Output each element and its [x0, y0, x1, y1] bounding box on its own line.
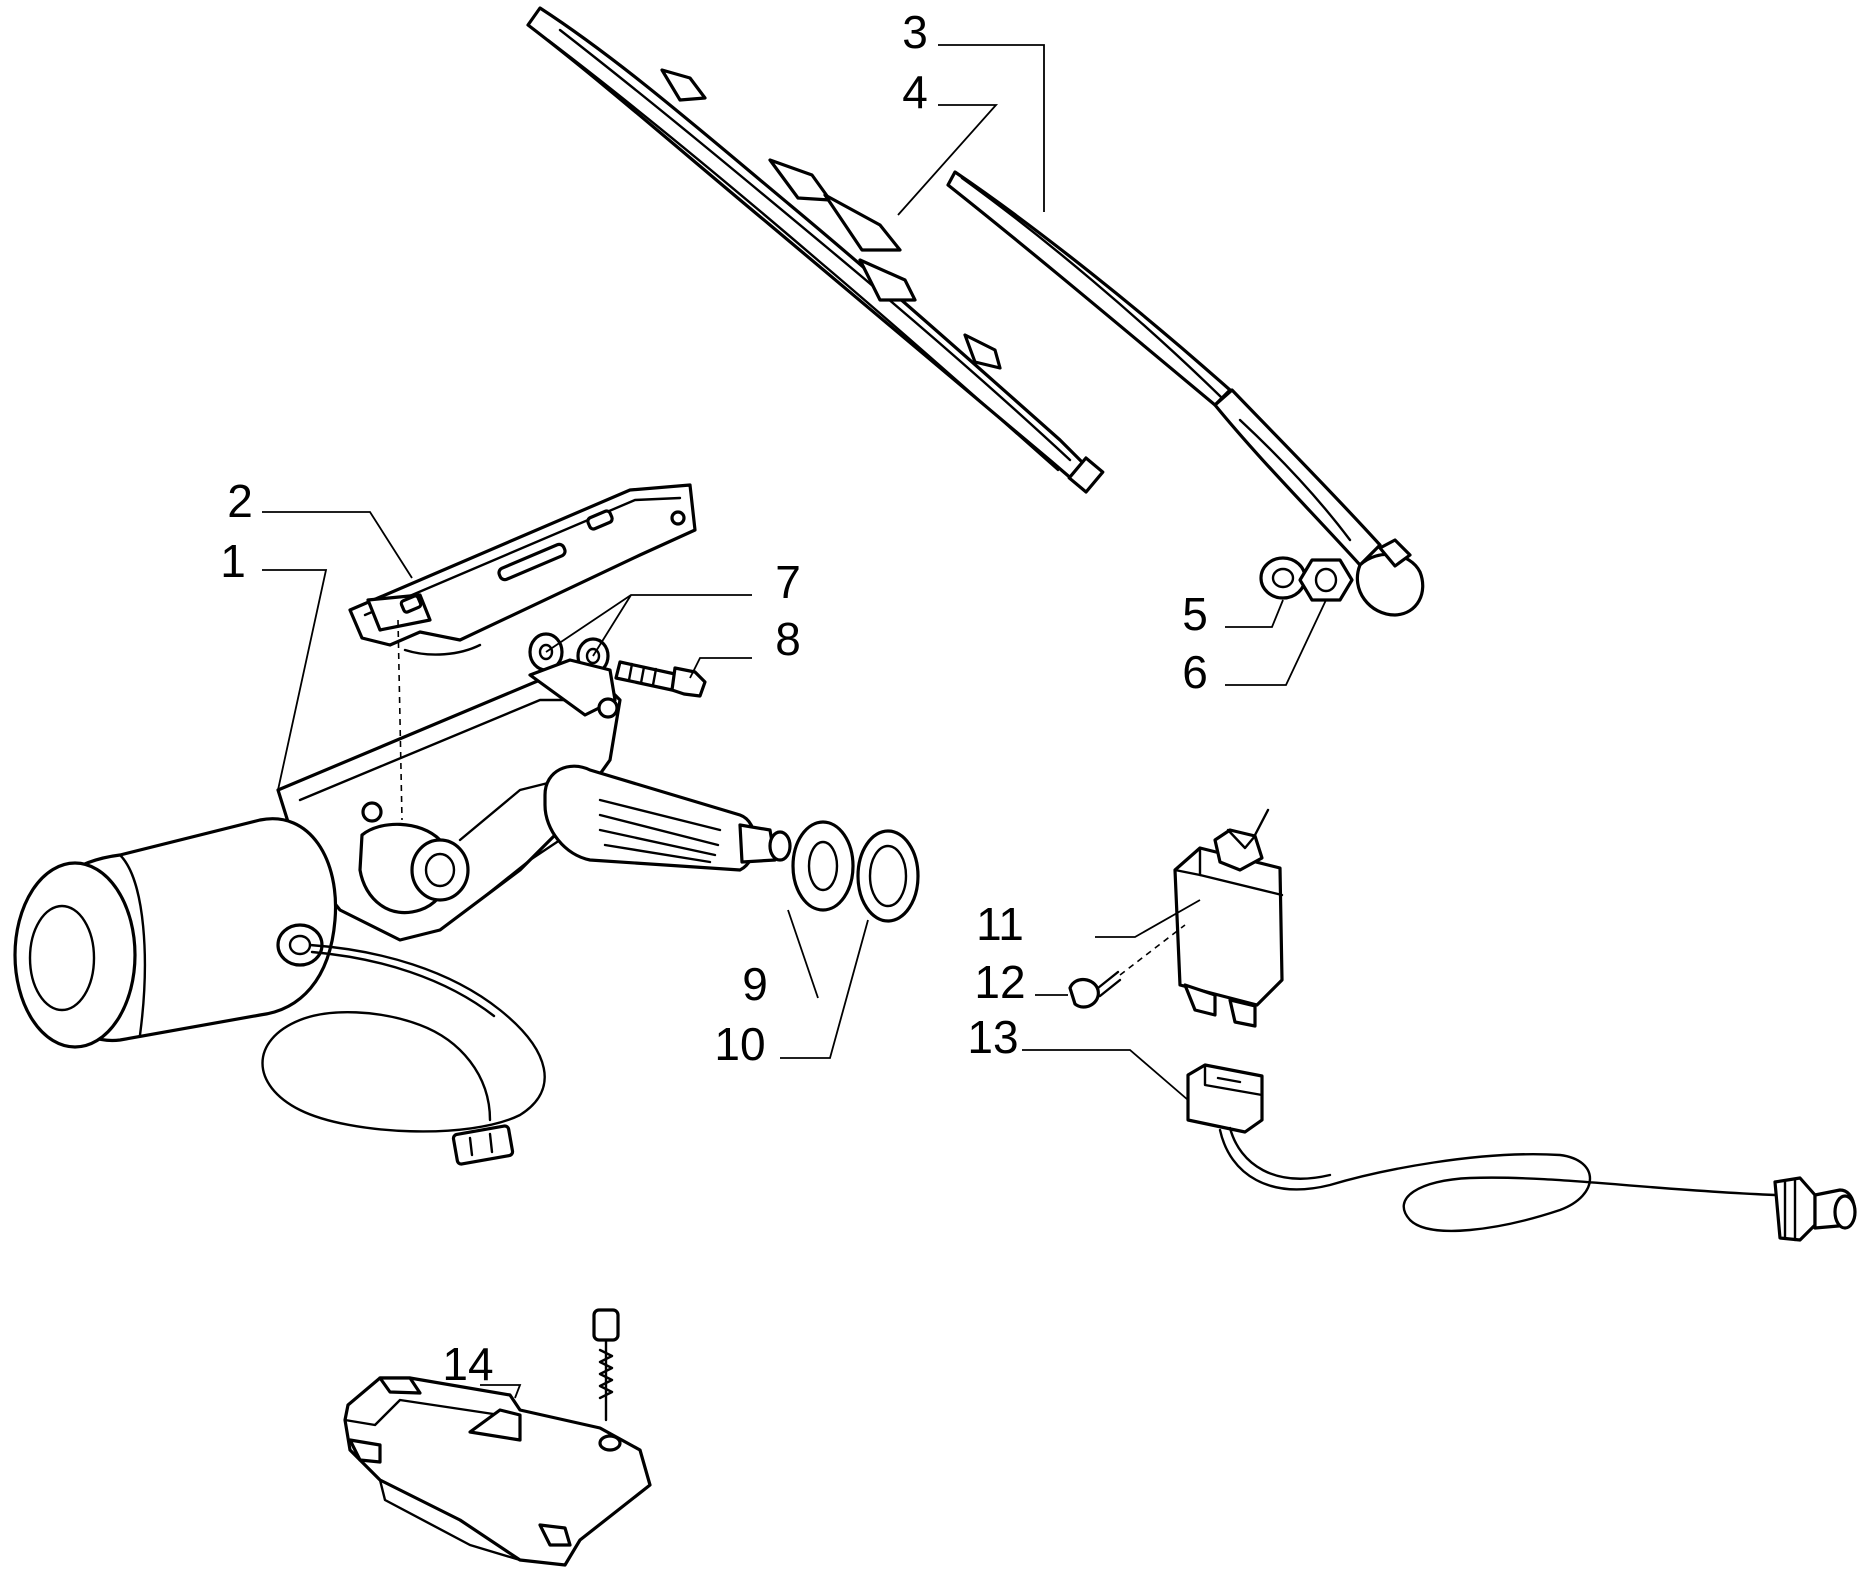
bolt [614, 660, 707, 698]
relay [1173, 808, 1284, 1028]
wiper-blade [526, 6, 1105, 494]
mounting-bracket [348, 483, 697, 656]
callout-5: 5 [1182, 588, 1208, 640]
motor-cover [343, 1376, 652, 1567]
sensor-cable [1186, 1063, 1857, 1242]
callout-1: 1 [220, 535, 246, 587]
seal-ring-10 [856, 829, 920, 923]
callout-8: 8 [775, 613, 801, 665]
callout-labels: 1 2 3 4 5 6 7 8 9 10 11 12 13 14 [220, 6, 1208, 1390]
cover-screw [592, 1308, 620, 1422]
callout-10: 10 [714, 1018, 765, 1070]
wiper-arm [946, 170, 1425, 617]
callout-4: 4 [902, 66, 928, 118]
callout-2: 2 [227, 475, 253, 527]
spindle-cap [1259, 556, 1307, 600]
callout-7: 7 [775, 556, 801, 608]
callout-14: 14 [442, 1338, 493, 1390]
callout-3: 3 [902, 6, 928, 58]
callout-12: 12 [974, 956, 1025, 1008]
seal-ring-9 [791, 820, 855, 912]
wiper-motor [13, 658, 792, 1166]
leader-lines [262, 44, 1327, 1399]
relay-screw [1068, 924, 1186, 1009]
callout-11: 11 [976, 898, 1024, 950]
callout-9: 9 [742, 958, 768, 1010]
callout-6: 6 [1182, 646, 1208, 698]
callout-13: 13 [967, 1011, 1018, 1063]
spindle-nut [1298, 558, 1354, 602]
